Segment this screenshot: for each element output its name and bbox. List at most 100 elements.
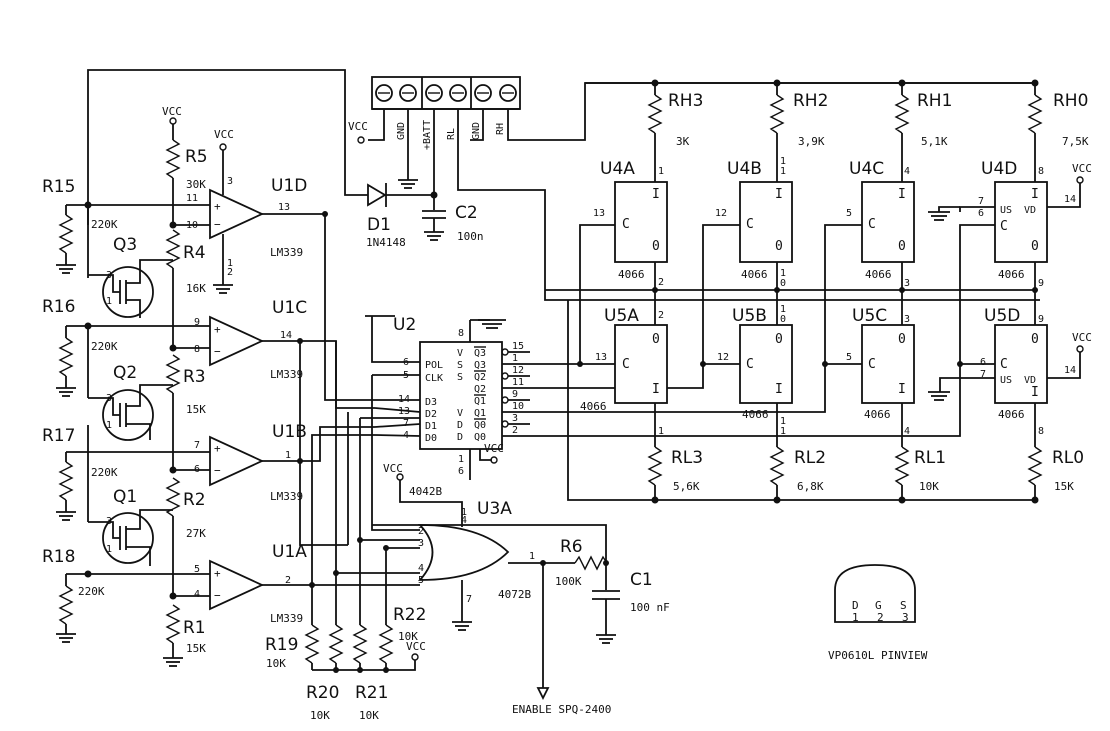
u4d-pin-us: US: [1000, 205, 1012, 216]
u3a-value: 4072B: [498, 588, 531, 601]
svg-text:1: 1: [780, 268, 786, 279]
u5a-value: 4066: [580, 400, 607, 413]
u5c-pin-o: 0: [898, 332, 906, 347]
svg-text:14: 14: [1064, 194, 1076, 205]
u2-q2: Q2: [474, 384, 486, 395]
svg-text:13: 13: [593, 208, 605, 219]
switch-u5a: [614, 324, 668, 404]
u1d-vcc-label: VCC: [214, 128, 234, 141]
q1-label: Q1: [113, 487, 137, 507]
svg-text:9: 9: [512, 389, 518, 400]
svg-text:S: S: [457, 372, 463, 383]
u4d-pin-vd: VD: [1024, 205, 1036, 216]
svg-text:4: 4: [194, 589, 200, 600]
r22-label: R22: [393, 605, 426, 625]
svg-text:D: D: [457, 432, 463, 443]
r20-label: R20: [306, 683, 339, 703]
r3-value: 15K: [186, 403, 206, 416]
enable-label: ENABLE SPQ-2400: [512, 703, 611, 716]
u5d-pin-i: I: [1031, 385, 1039, 400]
svg-text:8: 8: [1038, 426, 1044, 437]
pinview-s: S: [900, 599, 907, 612]
svg-text:V: V: [457, 408, 463, 419]
r21-value: 10K: [359, 709, 379, 722]
u5a-label: U5A: [604, 306, 639, 326]
svg-text:12: 12: [717, 352, 729, 363]
r17-value: 220K: [91, 466, 118, 479]
u4b-pin-i: I: [775, 187, 783, 202]
u2-q0b: Q0: [474, 420, 486, 431]
u2-q3: Q3: [474, 360, 486, 371]
vcc-top-label: VCC: [162, 105, 182, 118]
ground-symbol: [213, 284, 233, 294]
u2-vcc2-label: VCC: [383, 462, 403, 475]
ground-symbol: [928, 391, 950, 401]
u1b-label: U1B: [272, 422, 307, 442]
ground-symbol: [56, 511, 76, 521]
r18-value: 220K: [78, 585, 105, 598]
u4b-pin-o: 0: [775, 239, 783, 254]
switch-u4b: [739, 181, 793, 263]
d1-label: D1: [367, 215, 391, 235]
svg-text:14: 14: [1064, 365, 1076, 376]
svg-text:+: +: [214, 323, 221, 336]
u2-q1b: Q1: [474, 396, 486, 407]
terminal-batt-label: +BATT: [422, 120, 433, 150]
svg-text:8: 8: [194, 344, 200, 355]
u5d-value: 4066: [998, 408, 1025, 421]
r16-value: 220K: [91, 340, 118, 353]
rh2-label: RH2: [793, 91, 828, 111]
u5d-pin-o: 0: [1031, 332, 1039, 347]
r21-label: R21: [355, 683, 388, 703]
svg-text:12: 12: [715, 208, 727, 219]
u5c-pin-c: C: [868, 357, 876, 372]
rl3-value: 5,6K: [673, 480, 700, 493]
u5d-pin-us: US: [1000, 375, 1012, 386]
u4a-value: 4066: [618, 268, 645, 281]
rl1-value: 10K: [919, 480, 939, 493]
svg-text:13: 13: [278, 202, 290, 213]
rl2-value: 6,8K: [797, 480, 824, 493]
switch-u4c: [861, 181, 915, 263]
or-gate-u3a: [417, 524, 510, 581]
comparator-u1d: [209, 188, 265, 240]
terminal-vcc-label: VCC: [348, 120, 368, 133]
svg-text:11: 11: [512, 377, 524, 388]
ground-symbol: [424, 231, 444, 241]
svg-text:S: S: [457, 360, 463, 371]
u1c-value: LM339: [270, 368, 303, 381]
r19-label: R19: [265, 635, 298, 655]
u2-label: U2: [393, 315, 416, 335]
svg-text:10: 10: [512, 401, 524, 412]
c2-label: C2: [455, 203, 478, 223]
switch-u5c: [861, 324, 915, 404]
pinview-g: G: [875, 599, 882, 612]
svg-text:4: 4: [418, 563, 424, 574]
rh3-label: RH3: [668, 91, 703, 111]
switch-u5d: [994, 324, 1048, 404]
rh0-label: RH0: [1053, 91, 1088, 111]
svg-text:1: 1: [658, 166, 664, 177]
svg-text:14: 14: [280, 330, 292, 341]
r20-value: 10K: [310, 709, 330, 722]
rh3-value: 3K: [676, 135, 690, 148]
svg-text:8: 8: [458, 328, 464, 339]
r1-label: R1: [183, 618, 206, 638]
r16-label: R16: [42, 297, 75, 317]
svg-text:7: 7: [978, 196, 984, 207]
terminal-rh-label: RH: [495, 123, 506, 135]
rh0-value: 7,5K: [1062, 135, 1089, 148]
pinview-caption: VP0610L PINVIEW: [828, 649, 928, 662]
u2-clk: CLK: [425, 373, 443, 384]
svg-text:7: 7: [194, 440, 200, 451]
svg-text:8: 8: [1038, 166, 1044, 177]
c2-value: 100n: [457, 230, 484, 243]
svg-text:1: 1: [780, 416, 786, 427]
switch-u4d: [994, 181, 1048, 263]
u4b-pin-c: C: [746, 217, 754, 232]
u2-d2: D2: [425, 409, 437, 420]
svg-text:9: 9: [194, 317, 200, 328]
u5d-label: U5D: [984, 306, 1020, 326]
pinview-p1: 1: [852, 611, 859, 624]
u1a-value: LM339: [270, 612, 303, 625]
